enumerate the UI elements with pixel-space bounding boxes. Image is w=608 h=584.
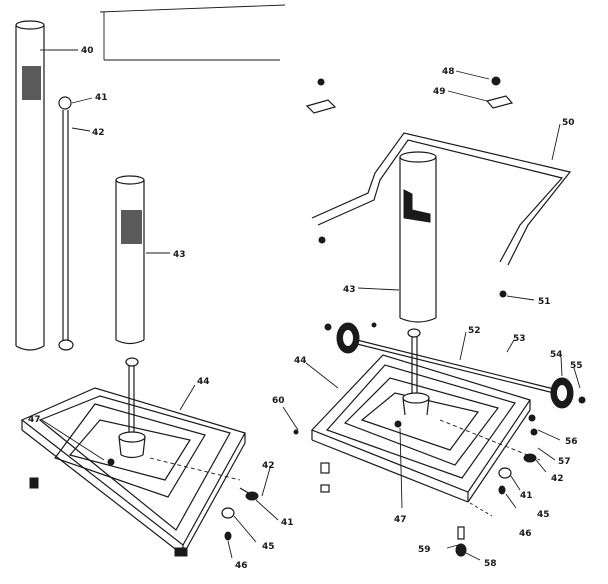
title-frame [99,4,286,61]
callout-41-rod: 41 [95,93,108,103]
callout-42-rod: 42 [92,128,105,138]
callout-59: 59 [418,545,431,555]
callouts: 40 41 42 43 44 47 42 41 45 46 48 49 50 4… [28,46,583,571]
callout-53: 53 [513,334,526,344]
callout-47-right: 47 [394,515,407,525]
callout-55: 55 [570,361,583,371]
callout-46-right: 46 [519,529,532,539]
axle-52 [344,336,559,395]
callout-44-right: 44 [294,356,307,366]
callout-48: 48 [442,67,455,77]
callout-41-left-base: 41 [281,518,294,528]
post-left [107,357,146,466]
callout-42-left-base: 42 [262,461,275,471]
callout-44-left: 44 [197,377,210,387]
leader-lines [41,49,581,561]
hardware-left [221,487,259,541]
callout-45-right: 45 [537,510,550,520]
callout-49: 49 [433,87,446,97]
post-right [394,328,430,428]
wheel-54 [550,377,586,409]
tube-43-left [115,175,145,345]
handle-50 [311,132,572,266]
hardware-right [293,414,538,557]
wheel-left [324,322,377,354]
callout-45-left: 45 [262,542,275,552]
callout-50: 50 [562,118,575,128]
callout-58: 58 [484,559,497,569]
callout-57: 57 [558,457,571,467]
clip-left-top [305,78,337,114]
tube-40 [15,20,48,351]
base-44-left [20,387,246,557]
rod-42 [58,96,74,351]
callout-42-right: 42 [551,474,564,484]
callout-47-left: 47 [28,415,41,425]
callout-52: 52 [468,326,481,336]
callout-43-right: 43 [343,285,356,295]
callout-40: 40 [81,46,94,56]
callout-46-left: 46 [235,561,248,571]
callout-60: 60 [272,396,285,406]
callout-56: 56 [565,437,578,447]
callout-43-left: 43 [173,250,186,260]
base-44-right [310,354,541,517]
screw-51 [499,290,507,298]
clip-49 [485,76,514,109]
callout-54: 54 [550,350,563,360]
callout-51: 51 [538,297,551,307]
tube-43-right [399,151,437,323]
callout-41-right: 41 [520,491,533,501]
